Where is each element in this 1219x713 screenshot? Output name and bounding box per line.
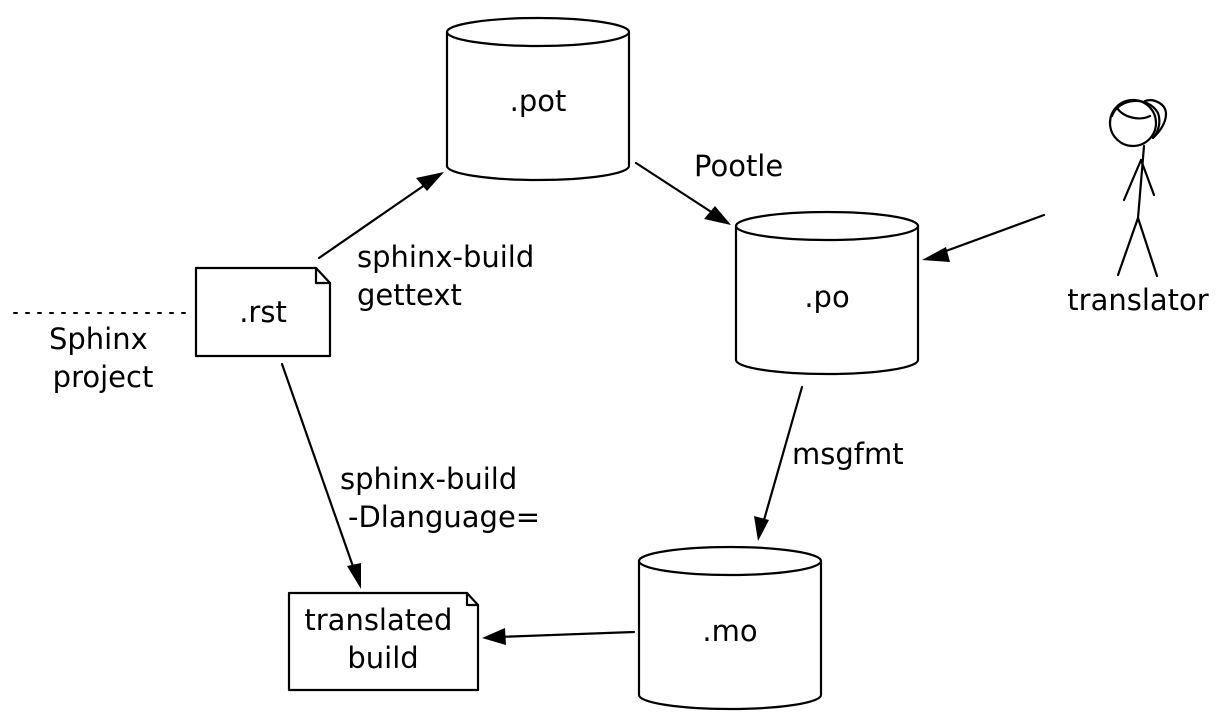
translated-build-label-line-1: translated bbox=[304, 603, 452, 637]
sphinx-project-label-line-2: project bbox=[53, 360, 154, 394]
pootle-edge-label: Pootle bbox=[694, 149, 783, 183]
sphinx-project-label-line-1: Sphinx bbox=[49, 322, 148, 356]
translated-build-label-line-2: build bbox=[347, 641, 418, 675]
gettext-edge-label: sphinx-build gettext bbox=[357, 240, 544, 312]
arrow-rst-to-translated-build bbox=[280, 362, 361, 589]
arrow-mo-to-translated-build bbox=[482, 628, 636, 645]
po-cylinder: .po bbox=[734, 210, 920, 376]
gettext-edge-label-line-1: sphinx-build bbox=[357, 240, 534, 274]
msgfmt-edge-label: msgfmt bbox=[792, 437, 904, 471]
arrow-po-to-mo bbox=[754, 385, 804, 541]
translated-build-document: translated build bbox=[287, 591, 480, 692]
pot-cylinder: .pot bbox=[445, 16, 631, 182]
mo-cylinder: .mo bbox=[637, 545, 823, 711]
rst-label: .rst bbox=[239, 295, 287, 329]
dlanguage-edge-label: sphinx-build -Dlanguage= bbox=[340, 462, 540, 534]
mo-label: .mo bbox=[702, 614, 757, 648]
translated-build-label: translated build bbox=[304, 603, 461, 675]
arrow-rst-to-pot bbox=[317, 172, 444, 260]
dlanguage-edge-label-line-1: sphinx-build bbox=[340, 462, 517, 496]
dlanguage-edge-label-line-2: -Dlanguage= bbox=[348, 500, 540, 534]
arrow-translator-to-po bbox=[922, 213, 1046, 262]
gettext-edge-label-line-2: gettext bbox=[357, 278, 462, 312]
translator-stick-figure-icon bbox=[1108, 98, 1168, 278]
arrow-pot-to-po bbox=[634, 161, 731, 225]
rst-document: .rst bbox=[194, 266, 332, 358]
po-label: .po bbox=[804, 280, 849, 314]
translator-label: translator bbox=[1067, 283, 1208, 317]
sphinx-project-label: Sphinx project bbox=[49, 322, 157, 394]
pot-label: .pot bbox=[510, 84, 567, 118]
